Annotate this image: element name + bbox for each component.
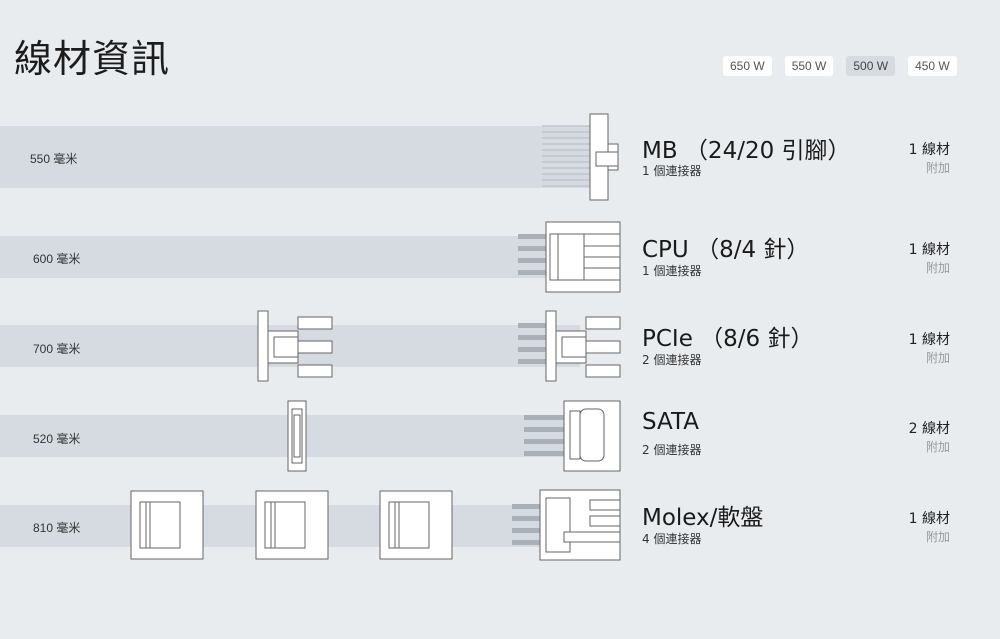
cable-length: 810 毫米: [33, 521, 81, 535]
page-title: 線材資訊: [14, 37, 171, 81]
molex-connector-icon: [130, 490, 206, 562]
connector-name: CPU （8/4 針）: [642, 237, 810, 263]
connector-count: 2 個連接器: [642, 443, 702, 457]
cable-type: 附加: [925, 530, 950, 544]
cable-type: 附加: [925, 161, 950, 175]
wattage-selector: 650 W 550 W 500 W 450 W: [723, 56, 957, 76]
sata-connector-icon: [524, 401, 624, 473]
molex-connector-icon: [379, 490, 455, 562]
sata-connector-icon: [286, 401, 310, 473]
connector-count: 2 個連接器: [642, 353, 702, 367]
pcie-connector-icon: [518, 311, 628, 383]
pcie-connector-icon: [256, 311, 336, 383]
cable-type: 附加: [925, 440, 950, 454]
cable-length: 700 毫米: [33, 342, 81, 356]
connector-name: Molex/軟盤: [642, 505, 764, 531]
connector-count: 4 個連接器: [642, 532, 702, 546]
wattage-tab-550[interactable]: 550 W: [784, 56, 834, 76]
cable-band: [0, 236, 580, 278]
connector-count: 1 個連接器: [642, 164, 702, 178]
cable-quantity: 2 線材: [908, 421, 950, 437]
cable-length: 550 毫米: [30, 152, 78, 166]
cable-type: 附加: [925, 351, 950, 365]
cable-length: 520 毫米: [33, 432, 81, 446]
wattage-tab-650[interactable]: 650 W: [723, 56, 772, 76]
cable-quantity: 1 線材: [908, 332, 950, 348]
molex-connector-icon: [255, 490, 331, 562]
cable-quantity: 1 線材: [908, 242, 950, 258]
connector-name: SATA: [642, 409, 699, 435]
connector-name: PCIe （8/6 針）: [642, 326, 814, 352]
cable-length: 600 毫米: [33, 252, 81, 266]
mb-connector-icon: [540, 114, 640, 202]
connector-name: MB （24/20 引腳）: [642, 138, 851, 164]
connector-count: 1 個連接器: [642, 264, 702, 278]
molex-connector-icon: [512, 490, 622, 562]
wattage-tab-500[interactable]: 500 W: [846, 56, 896, 76]
cpu-connector-icon: [518, 222, 628, 294]
wattage-tab-450[interactable]: 450 W: [908, 56, 957, 76]
cable-band: [0, 126, 590, 188]
cable-quantity: 1 線材: [908, 142, 950, 158]
cable-type: 附加: [925, 261, 950, 275]
cable-quantity: 1 線材: [908, 511, 950, 527]
